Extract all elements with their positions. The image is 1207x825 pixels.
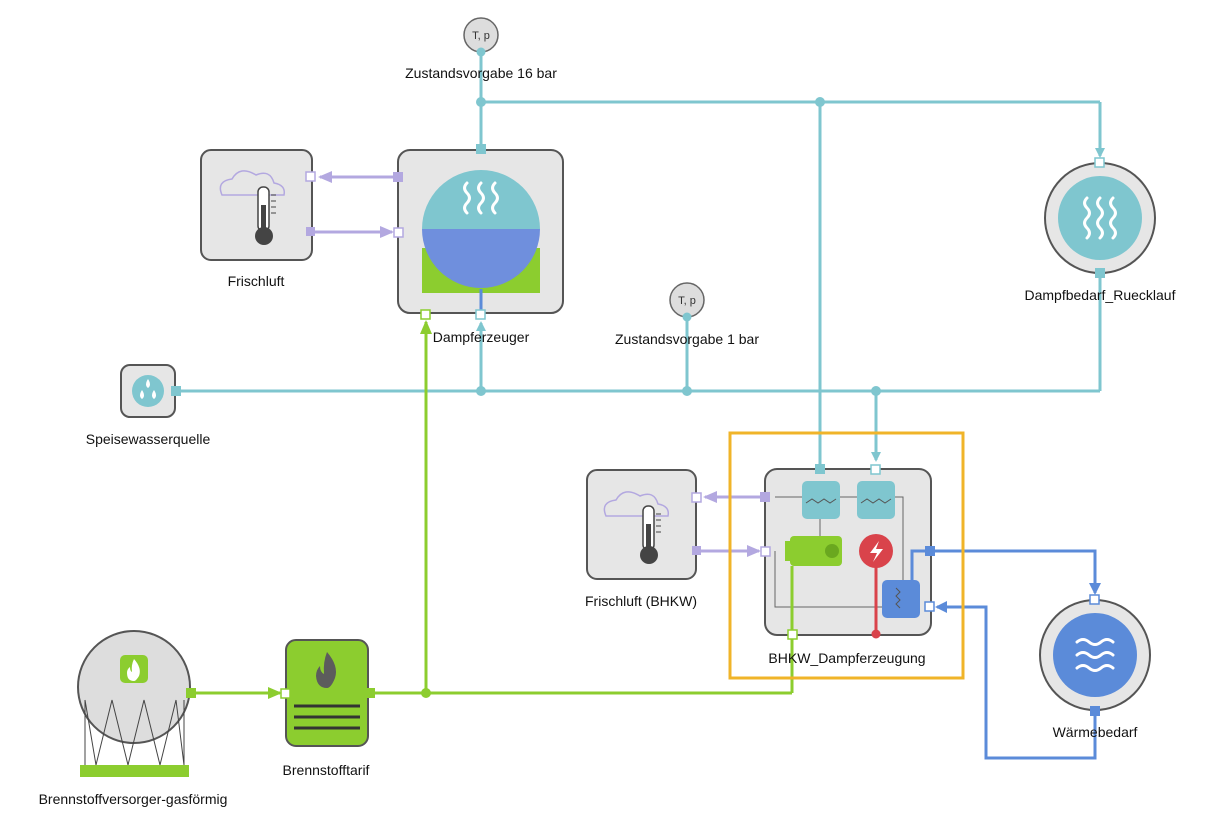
frischluft-label: Frischluft: [228, 273, 285, 289]
water-drops-icon: [140, 379, 156, 399]
air-pipes: [312, 171, 764, 557]
frischluft-block[interactable]: [200, 149, 316, 261]
bhkw-label: BHKW_Dampferzeugung: [768, 650, 925, 666]
flame-icon: [316, 652, 336, 688]
frischluft-bhkw-block[interactable]: [586, 469, 702, 580]
dampferzeuger-label: Dampferzeuger: [433, 329, 530, 345]
dampfbedarf-block[interactable]: [1044, 157, 1156, 278]
sensor-1bar-label: Zustandsvorgabe 1 bar: [615, 331, 759, 347]
dampfbedarf-label: Dampfbedarf_Ruecklauf: [1025, 287, 1176, 303]
brennstofftarif-label: Brennstofftarif: [283, 762, 370, 778]
speisewasser-label: Speisewasserquelle: [86, 431, 211, 447]
waermebedarf-label: Wärmebedarf: [1053, 724, 1138, 740]
steam-pipes: [176, 52, 1105, 465]
lightning-icon: [859, 534, 893, 639]
brennstofftarif-block[interactable]: [280, 639, 375, 747]
fuel-junction: [421, 688, 431, 698]
gas-tank-icon[interactable]: [77, 630, 196, 777]
sensor-16bar[interactable]: T, p: [463, 17, 499, 57]
steam-boiler-icon: [422, 170, 540, 312]
dampferzeuger-block[interactable]: [393, 144, 564, 320]
thermometer-cloud-icon: [603, 491, 670, 564]
versorger-label: Brennstoffversorger-gasförmig: [39, 791, 228, 807]
fuel-pipes: [192, 320, 794, 699]
sensor-16bar-label: Zustandsvorgabe 16 bar: [405, 65, 557, 81]
heat-exchanger-icon: [802, 481, 895, 519]
heat-pipes: [930, 549, 1101, 760]
bhkw-block[interactable]: [760, 464, 935, 640]
waermebedarf-block[interactable]: [1039, 594, 1151, 716]
steam-waves-icon: [1083, 196, 1117, 240]
heat-exchanger-block: [882, 580, 920, 618]
sensor-16bar-text: T, p: [472, 30, 490, 42]
heat-waves-icon: [1075, 638, 1115, 672]
frischluft-bhkw-label: Frischluft (BHKW): [585, 593, 697, 609]
heat-pipe-internal: [910, 549, 930, 580]
selection-highlight: [728, 431, 965, 680]
sensor-1bar[interactable]: T, p: [669, 282, 705, 322]
thermometer-cloud-icon: [219, 170, 286, 245]
sensor-1bar-text: T, p: [678, 295, 696, 307]
chp-engine-icon: [785, 536, 842, 566]
speisewasser-block[interactable]: [120, 364, 181, 418]
steam-junctions: [476, 97, 881, 396]
